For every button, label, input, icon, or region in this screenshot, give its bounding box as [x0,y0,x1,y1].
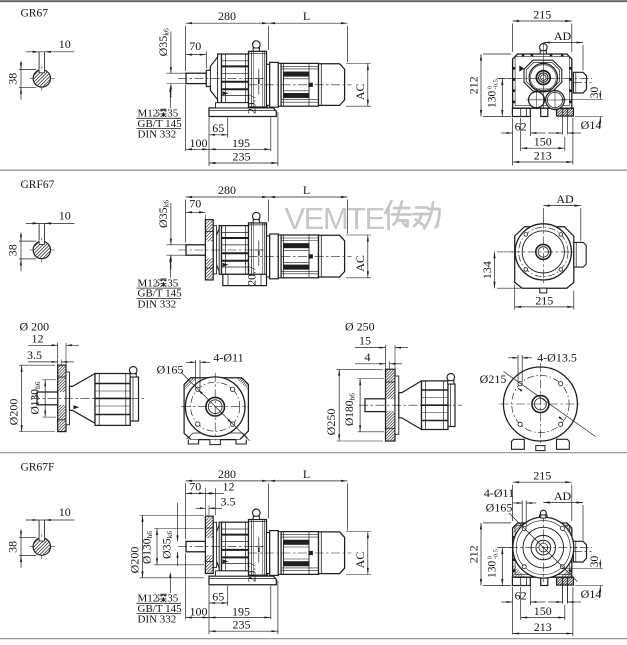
svg-text:235: 235 [233,618,251,632]
svg-text:150: 150 [534,604,552,618]
svg-text:38: 38 [6,244,20,256]
svg-text:4: 4 [365,350,371,364]
svg-text:20.7: 20.7 [247,562,259,582]
svg-text:AD: AD [554,489,572,503]
svg-text:215: 215 [533,469,551,483]
svg-text:30: 30 [589,556,601,568]
svg-text:280: 280 [218,467,236,481]
svg-text:M12: M12 [138,277,159,289]
svg-text:35: 35 [167,277,179,289]
svg-text:15: 15 [359,334,371,348]
svg-text:150: 150 [534,135,552,149]
svg-text:3.5: 3.5 [221,494,236,508]
svg-text:130: 130 [487,561,499,579]
svg-text:0: 0 [486,86,493,89]
svg-text:Ø165: Ø165 [157,362,184,376]
svg-text:4-Ø11: 4-Ø11 [213,350,243,364]
svg-text:134: 134 [480,261,494,279]
svg-text:L: L [303,9,310,23]
svg-text:Ø14: Ø14 [581,118,602,132]
svg-text:GB/T 145: GB/T 145 [138,118,183,130]
svg-text:Ø 250: Ø 250 [345,320,375,334]
svg-text:Ø165: Ø165 [486,501,513,515]
svg-text:195: 195 [232,136,250,150]
svg-text:VEMTE: VEMTE [285,201,385,236]
svg-text:70: 70 [189,39,201,53]
svg-text:35: 35 [167,108,179,120]
svg-text:10: 10 [59,208,71,222]
svg-text:Ø200: Ø200 [7,399,21,426]
svg-text:Ø200: Ø200 [128,547,142,574]
svg-text:GRF67: GRF67 [21,179,55,191]
svg-text:Ø14: Ø14 [581,587,602,601]
svg-text:-0.5: -0.5 [493,549,500,559]
svg-text:Ø130h6: Ø130h6 [30,381,43,414]
svg-text:Ø180h6: Ø180h6 [344,393,357,426]
svg-text:4-Ø11: 4-Ø11 [484,486,514,500]
svg-text:280: 280 [218,9,236,23]
svg-text:213: 213 [534,620,552,634]
svg-text:AD: AD [554,29,572,43]
svg-text:70: 70 [189,197,201,211]
svg-text:100: 100 [190,136,208,150]
svg-text:DIN 332: DIN 332 [138,298,177,310]
svg-text:10: 10 [59,37,71,51]
svg-text:GR67: GR67 [21,8,49,20]
svg-text:AC: AC [353,552,367,569]
svg-text:Ø215: Ø215 [480,372,507,386]
svg-text:215: 215 [535,293,553,307]
svg-text:AD: AD [556,192,574,206]
svg-text:AC: AC [353,255,367,272]
svg-text:4-Ø13.5: 4-Ø13.5 [537,350,577,364]
svg-text:Ø250: Ø250 [324,409,338,436]
svg-text:212: 212 [467,76,481,94]
svg-text:DIN 332: DIN 332 [138,129,177,141]
svg-text:12: 12 [32,331,44,345]
svg-text:12: 12 [223,479,235,493]
svg-text:38: 38 [6,541,20,553]
svg-text:212: 212 [467,545,481,563]
svg-text:70: 70 [189,479,201,493]
svg-text:M12: M12 [138,108,159,120]
svg-text:DIN 332: DIN 332 [138,614,177,626]
svg-text:213: 213 [534,149,552,163]
svg-text:GB/T 145: GB/T 145 [138,603,183,615]
svg-text:35: 35 [167,593,179,605]
svg-text:215: 215 [533,8,551,22]
svg-text:-0.5: -0.5 [493,79,500,89]
svg-text:Ø 200: Ø 200 [20,320,50,334]
svg-text:195: 195 [232,604,250,618]
svg-text:38: 38 [6,73,20,85]
svg-text:3.5: 3.5 [27,348,42,362]
svg-text:20.7: 20.7 [247,94,259,114]
svg-text:M12: M12 [138,593,159,605]
svg-text:L: L [303,467,310,481]
svg-text:235: 235 [233,149,251,163]
svg-text:20.7: 20.7 [247,265,259,285]
svg-text:65: 65 [212,589,224,603]
svg-text:280: 280 [218,183,236,197]
svg-text:Ø130h6: Ø130h6 [142,531,155,564]
svg-text:130: 130 [487,91,499,109]
svg-text:0: 0 [486,556,493,559]
svg-text:GR67F: GR67F [21,462,55,474]
svg-text:10: 10 [59,505,71,519]
svg-text:100: 100 [190,604,208,618]
svg-text:65: 65 [212,121,224,135]
svg-text:L: L [303,183,310,197]
svg-text:30: 30 [589,87,601,99]
svg-text:GB/T 145: GB/T 145 [138,288,183,300]
svg-text:AC: AC [353,83,367,100]
